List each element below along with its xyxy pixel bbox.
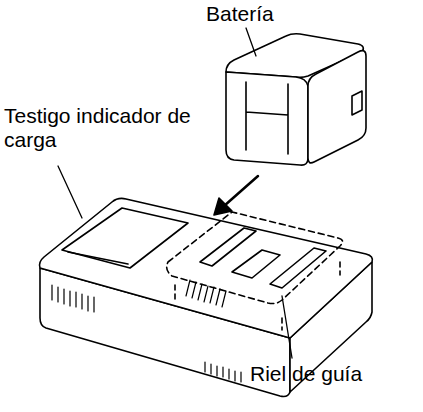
part-label: Testigo indicador de carga [4,104,200,152]
charger-top [40,198,373,338]
battery-slot [167,212,343,304]
indicator-edge [68,252,128,264]
leader-line [58,166,82,218]
battery-latch [246,82,288,154]
top-vents [186,280,226,307]
battery-button [352,91,362,115]
part-label: Batería [206,2,326,26]
leader-line [246,28,256,56]
battery-side [308,51,366,163]
part-label: Riel de guía [250,362,418,386]
arrow-head [214,198,232,215]
vents [52,285,241,382]
battery-front [226,72,308,165]
insert-arrow [224,176,258,206]
terminal-block [232,250,280,278]
leader-line [282,296,292,358]
